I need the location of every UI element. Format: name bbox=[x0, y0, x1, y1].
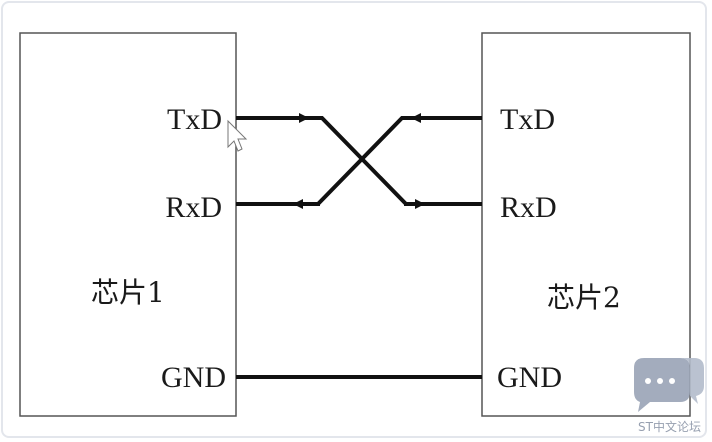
wire-chip1-tx-to-chip2-rx bbox=[236, 113, 482, 209]
chip2-gnd-label: GND bbox=[497, 361, 562, 394]
chip1-rxd-label: RxD bbox=[165, 191, 222, 224]
chip1-label: 芯片1 bbox=[91, 276, 165, 309]
mouse-cursor-icon bbox=[227, 119, 248, 152]
chip2-txd-label: TxD bbox=[500, 103, 555, 136]
wire-chip2-tx-to-chip1-rx bbox=[236, 113, 482, 209]
watermark: ST中文论坛 bbox=[634, 358, 704, 434]
chip1-gnd-label: GND bbox=[161, 361, 226, 394]
chip1-txd-label: TxD bbox=[167, 103, 222, 136]
chat-bubble-icon bbox=[634, 358, 704, 412]
chip2-label: 芯片2 bbox=[547, 281, 621, 314]
chip1-box bbox=[19, 32, 237, 417]
chip2-box bbox=[481, 32, 691, 417]
chip2-rxd-label: RxD bbox=[500, 191, 557, 224]
watermark-text: ST中文论坛 bbox=[638, 419, 701, 434]
